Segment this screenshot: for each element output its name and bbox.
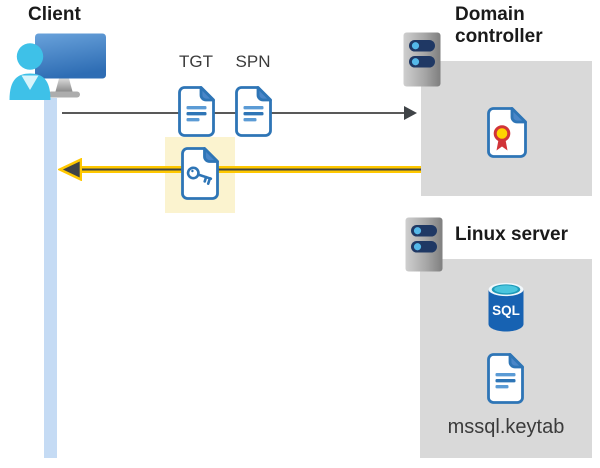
key-document-icon xyxy=(181,147,219,200)
request-arrow-line xyxy=(62,112,406,114)
tgt-document-icon xyxy=(178,86,215,137)
monitor-icon xyxy=(35,33,106,98)
linux-server-label: Linux server xyxy=(455,224,568,245)
certificate-icon xyxy=(487,107,527,158)
linux-server-icon xyxy=(405,217,443,272)
request-arrowhead-icon xyxy=(404,106,417,120)
return-arrow-line xyxy=(77,166,421,173)
sql-database-icon: SQL xyxy=(488,282,524,332)
return-arrowhead-icon xyxy=(58,158,82,181)
client-lifeline xyxy=(44,98,57,458)
keytab-filename: mssql.keytab xyxy=(447,416,565,438)
tgt-label: TGT xyxy=(179,52,213,71)
spn-label: SPN xyxy=(235,52,271,71)
domain-controller-label: Domain controller xyxy=(455,4,543,47)
spn-document-icon xyxy=(235,86,272,137)
person-icon xyxy=(9,43,51,100)
keytab-file-icon xyxy=(487,353,524,404)
domain-controller-server-icon xyxy=(403,32,441,87)
certificate-seal xyxy=(493,125,511,142)
key-glyph xyxy=(186,166,213,185)
client-device-icon xyxy=(9,33,106,100)
client-label: Client xyxy=(28,4,81,25)
sql-badge-text: SQL xyxy=(492,303,520,318)
